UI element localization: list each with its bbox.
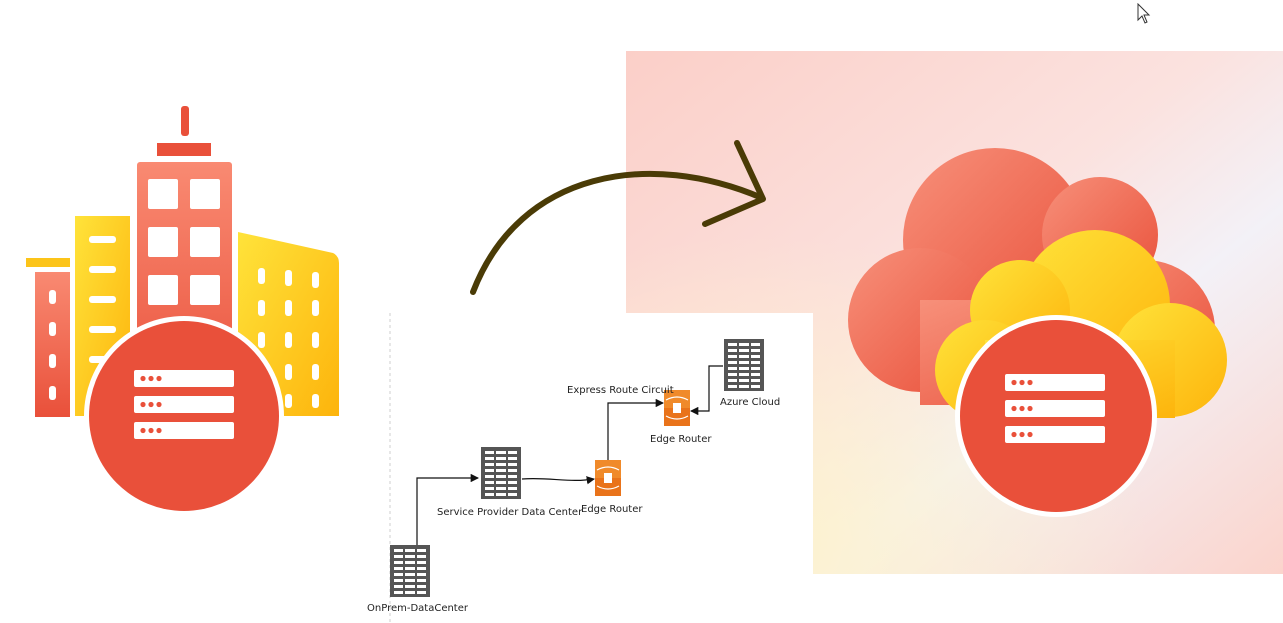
service-provider-datacenter-label: Service Provider Data Center: [437, 507, 583, 518]
server-stack-icon: [134, 370, 234, 439]
edge-router-label: Edge Router: [581, 504, 643, 515]
diagram-connectors: [416, 365, 723, 545]
edge-router-label: Edge Router: [650, 434, 712, 445]
onprem-datacenter-label: OnPrem-DataCenter: [367, 603, 468, 614]
express-route-circuit-label: Express Route Circuit: [567, 385, 674, 396]
edge-azure-to-edge2: [689, 365, 723, 416]
office-building-icon: [26, 106, 339, 516]
onprem-datacenter-icon: [390, 545, 430, 597]
cloud-icon: [848, 148, 1227, 517]
edge-spdc-to-edge1: [521, 476, 596, 485]
azure-cloud-icon: [724, 339, 764, 391]
migration-arrow-icon: [470, 140, 766, 295]
mouse-pointer-icon: [1137, 3, 1151, 24]
edge-onprem-to-spdc: [416, 473, 480, 545]
edge-router-icon: [594, 459, 622, 497]
service-provider-datacenter-icon: [481, 447, 521, 499]
azure-cloud-label: Azure Cloud: [720, 397, 781, 408]
server-stack-icon: [1005, 374, 1105, 443]
edge-edge1-to-edge2: [607, 398, 665, 460]
